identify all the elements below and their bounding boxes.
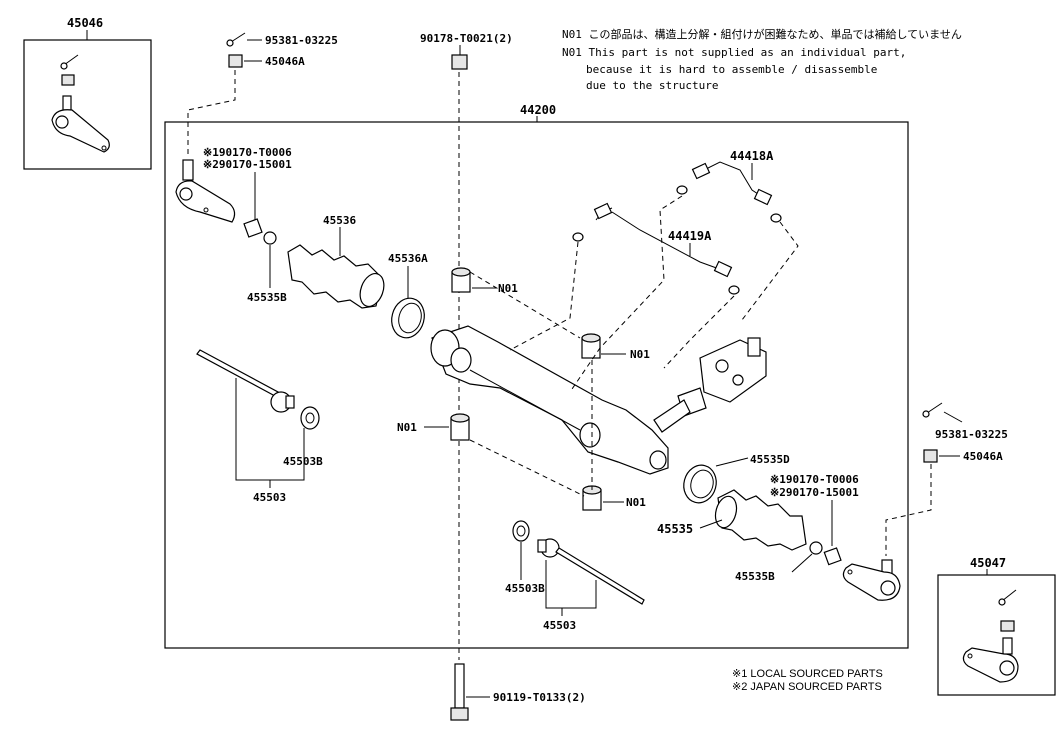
label-45503-right[interactable]: 45503 bbox=[543, 619, 576, 632]
label-45503-left[interactable]: 45503 bbox=[253, 491, 286, 504]
note-en-line2: because it is hard to assemble / disasse… bbox=[586, 63, 877, 76]
label-n01-2[interactable]: N01 bbox=[630, 348, 650, 361]
dashed-pipe-2 bbox=[569, 195, 683, 393]
right-boot bbox=[714, 489, 807, 551]
label-45536[interactable]: 45536 bbox=[323, 214, 356, 227]
label-90178[interactable]: 90178-T0021(2) bbox=[420, 32, 513, 45]
tie-rod-end-icon bbox=[962, 637, 1019, 683]
nut-icon bbox=[61, 74, 75, 86]
nut-icon bbox=[1000, 620, 1015, 632]
note-jp: N01 この部品は、構造上分解・組付けが困難なため、単品では補給していません bbox=[562, 27, 962, 41]
tie-rod-end-icon bbox=[51, 95, 110, 153]
label-90119[interactable]: 90119-T0133(2) bbox=[493, 691, 586, 704]
label-45535[interactable]: 45535 bbox=[657, 522, 693, 536]
label-95381-right[interactable]: 95381-03225 bbox=[935, 428, 1008, 441]
label-nut-left-1[interactable]: ※190170-T0006 bbox=[203, 146, 292, 159]
label-45503b-left[interactable]: 45503B bbox=[283, 455, 323, 468]
dashed-top-left bbox=[187, 70, 236, 158]
label-n01-1[interactable]: N01 bbox=[498, 282, 518, 295]
cotter-pin-icon bbox=[60, 54, 79, 70]
top-bolt-head-icon bbox=[451, 54, 468, 70]
left-boot bbox=[287, 244, 385, 309]
top-nut-icon bbox=[228, 54, 243, 68]
o-ring-icon bbox=[676, 185, 688, 195]
leader-95381-right bbox=[943, 411, 963, 423]
label-45535d[interactable]: 45535D bbox=[750, 453, 790, 466]
label-45503b-right[interactable]: 45503B bbox=[505, 582, 545, 595]
label-n01-4[interactable]: N01 bbox=[626, 496, 646, 509]
bushing-2 bbox=[581, 333, 601, 359]
label-45046a-top[interactable]: 45046A bbox=[265, 55, 305, 68]
dashed-right bbox=[885, 464, 932, 556]
right-clamp bbox=[683, 464, 717, 504]
dashed-mount-2 bbox=[469, 439, 585, 497]
label-95381-top[interactable]: 95381-03225 bbox=[265, 34, 338, 47]
right-tie-rod-end bbox=[842, 559, 901, 601]
o-ring-icon bbox=[770, 213, 782, 223]
right-nut-icon bbox=[923, 449, 938, 463]
o-ring-icon bbox=[572, 232, 584, 242]
dashed-mount-1 bbox=[469, 271, 581, 339]
dashed-pipe-1 bbox=[509, 241, 579, 351]
inset-box-right bbox=[937, 574, 1056, 696]
dashed-pipe-4 bbox=[663, 295, 735, 369]
bushing-1 bbox=[451, 267, 471, 293]
label-44418a[interactable]: 44418A bbox=[730, 149, 774, 163]
note-en-line1: N01 This part is not supplied as an indi… bbox=[562, 46, 906, 59]
pinion-valve bbox=[653, 337, 767, 433]
label-45047[interactable]: 45047 bbox=[970, 556, 1006, 570]
o-ring-icon bbox=[728, 285, 740, 295]
right-jam-nut-icon bbox=[823, 547, 842, 566]
right-inner-tie-rod bbox=[512, 520, 645, 605]
leader-45535b-right bbox=[791, 553, 813, 573]
bottom-bolt bbox=[450, 663, 469, 721]
bushing-3 bbox=[450, 413, 470, 441]
label-main-assembly[interactable]: 44200 bbox=[520, 103, 556, 117]
leader-45503-right bbox=[545, 560, 597, 609]
right-clip-icon bbox=[809, 541, 823, 555]
note-en-line3: due to the structure bbox=[586, 79, 718, 92]
left-jam-nut-icon bbox=[243, 218, 263, 238]
left-clamp bbox=[391, 297, 425, 339]
legend-line2: ※2 JAPAN SOURCED PARTS bbox=[732, 681, 882, 693]
top-cotter-pin bbox=[226, 32, 246, 47]
label-n01-3[interactable]: N01 bbox=[397, 421, 417, 434]
label-nut-right-1[interactable]: ※190170-T0006 bbox=[770, 473, 859, 486]
leader-45535 bbox=[699, 519, 723, 529]
dashed-pipe-3 bbox=[741, 221, 799, 321]
label-nut-left-2[interactable]: ※290170-15001 bbox=[203, 158, 292, 171]
inset-tie-rod-end-left: 45046 bbox=[23, 16, 152, 170]
cotter-pin-icon bbox=[998, 589, 1017, 606]
label-45535b-right[interactable]: 45535B bbox=[735, 570, 775, 583]
label-nut-right-2[interactable]: ※290170-15001 bbox=[770, 486, 859, 499]
left-clip-icon bbox=[263, 231, 277, 245]
label-45536a[interactable]: 45536A bbox=[388, 252, 428, 265]
inset-tie-rod-end-right: 45047 bbox=[937, 556, 1056, 696]
notes-block: N01 この部品は、構造上分解・組付けが困難なため、単品では補給していません N… bbox=[562, 27, 962, 92]
label-45535b-left[interactable]: 45535B bbox=[247, 291, 287, 304]
label-45046[interactable]: 45046 bbox=[67, 16, 103, 30]
inset-box-left bbox=[23, 39, 152, 170]
label-45046a-right[interactable]: 45046A bbox=[963, 450, 1003, 463]
right-cotter-pin bbox=[922, 402, 943, 418]
left-inner-tie-rod bbox=[196, 349, 320, 430]
label-44419a[interactable]: 44419A bbox=[668, 229, 712, 243]
pipe-44418a bbox=[593, 161, 773, 278]
left-tie-rod-end bbox=[175, 159, 236, 223]
leader-45535d bbox=[715, 457, 749, 467]
legend-line1: ※1 LOCAL SOURCED PARTS bbox=[732, 668, 883, 680]
rack-housing bbox=[430, 325, 669, 475]
